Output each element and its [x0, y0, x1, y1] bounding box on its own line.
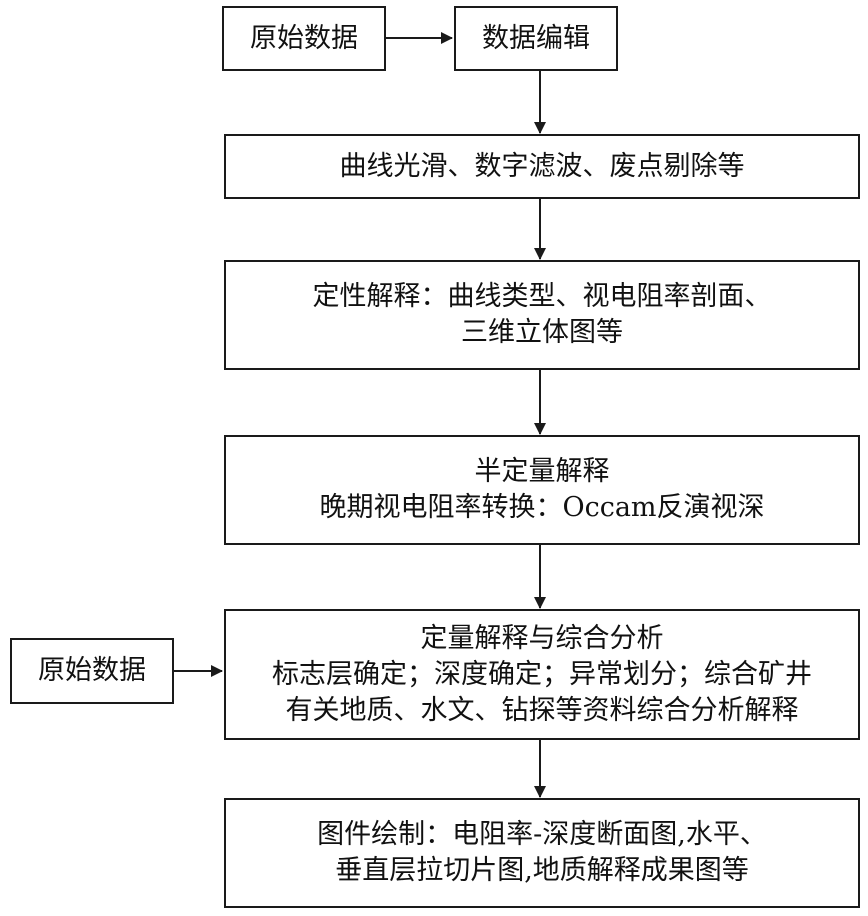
node-label: 原始数据: [38, 655, 146, 686]
node-label-line-1: 定性解释：曲线类型、视电阻率剖面、: [312, 281, 772, 312]
node-label: 数据编辑: [482, 22, 590, 54]
raw-data-node-top: 原始数据: [222, 6, 386, 71]
quantitative-analysis-node: 定量解释与综合分析 标志层确定；深度确定；异常划分；综合矿井 有关地质、水文、钻…: [224, 609, 860, 740]
node-label-line-2: 晚期视电阻率转换：Occam反演视深: [319, 492, 765, 523]
node-label: 原始数据: [250, 22, 358, 54]
qualitative-interpretation-node: 定性解释：曲线类型、视电阻率剖面、 三维立体图等: [224, 260, 860, 370]
node-label-line-2: 垂直层拉切片图,地质解释成果图等: [335, 855, 749, 886]
node-label-line-3: 有关地质、水文、钻探等资料综合分析解释: [285, 694, 799, 726]
smoothing-node: 曲线光滑、数字滤波、废点剔除等: [224, 134, 860, 199]
node-label: 曲线光滑、数字滤波、废点剔除等: [339, 150, 745, 182]
semi-quantitative-node: 半定量解释 晚期视电阻率转换：Occam反演视深: [224, 435, 860, 545]
node-label-line-1: 半定量解释: [474, 456, 610, 487]
node-label-line-2: 标志层确定；深度确定；异常划分；综合矿井: [272, 658, 812, 690]
raw-data-node-left: 原始数据: [10, 638, 174, 704]
drawing-output-node: 图件绘制：电阻率-深度断面图,水平、 垂直层拉切片图,地质解释成果图等: [224, 798, 860, 908]
node-label-line-1: 定量解释与综合分析: [420, 622, 664, 654]
data-edit-node: 数据编辑: [454, 6, 618, 71]
node-label-line-2: 三维立体图等: [461, 317, 623, 348]
node-label-line-1: 图件绘制：电阻率-深度断面图,水平、: [317, 819, 767, 850]
